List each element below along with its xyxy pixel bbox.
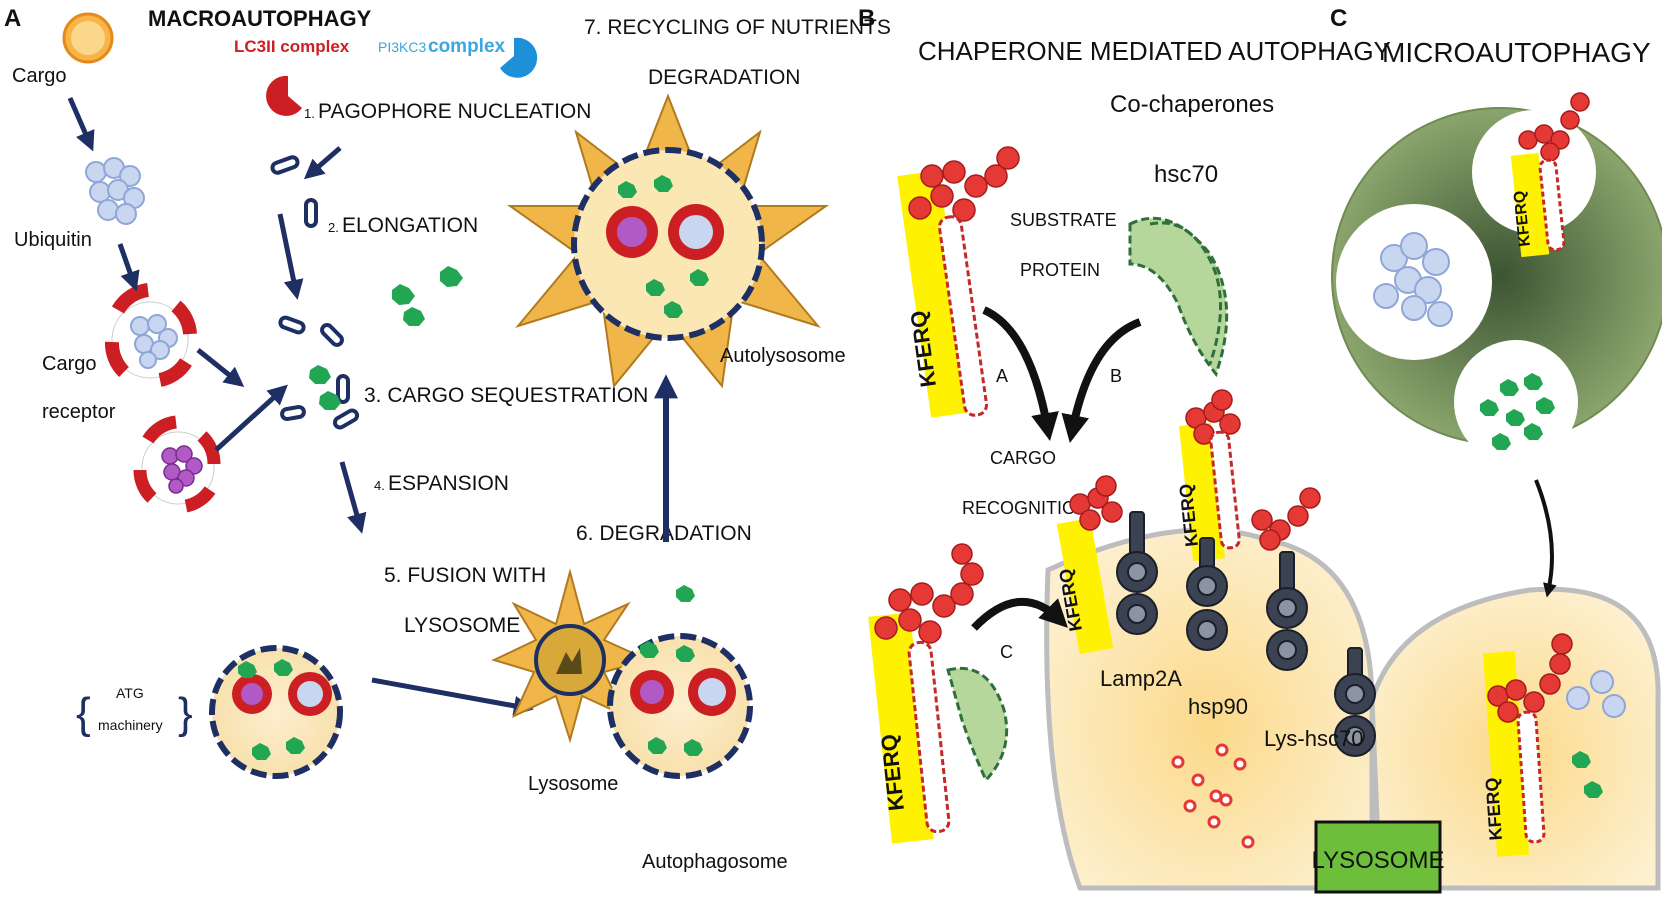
substrate-line2: PROTEIN bbox=[1020, 260, 1100, 280]
step1-num: 1. bbox=[304, 106, 315, 121]
arrow-receptor-sequestration bbox=[196, 348, 245, 387]
lys-hsc70-receptor-icon bbox=[1251, 487, 1321, 671]
kferq-motif-6: KFERQ bbox=[1482, 777, 1506, 841]
arrow-b bbox=[1061, 318, 1142, 443]
panel-c-letter: C bbox=[1330, 5, 1347, 32]
kferq-motif-5: KFERQ bbox=[1511, 190, 1534, 247]
panel-c-title: MICROAUTOPHAGY bbox=[1382, 37, 1651, 68]
autolysosome-icon bbox=[506, 93, 830, 389]
autophagosome-label: Autophagosome bbox=[642, 851, 788, 873]
cargo-recognition-line1: CARGO bbox=[990, 448, 1056, 468]
cargo-receptor-icon bbox=[105, 283, 197, 387]
cargo-recognition-line2: RECOGNITION bbox=[962, 498, 1089, 518]
pi3kc3-complex-icon bbox=[500, 37, 538, 78]
amino-acid-icon bbox=[1171, 743, 1255, 849]
cargo-receptor-purple-icon bbox=[133, 415, 221, 513]
ubiquitin-icon bbox=[85, 157, 145, 225]
lysosome-label: Lysosome bbox=[528, 773, 618, 795]
pi3kc3-prefix: PI3KC3 bbox=[378, 39, 426, 55]
lys-hsc70-label: Lys-hsc70 bbox=[1264, 726, 1363, 751]
docked-substrate-2-icon: KFERQ bbox=[1176, 389, 1241, 562]
arrow-a bbox=[982, 306, 1059, 442]
autolysosome-label: Autolysosome bbox=[720, 345, 846, 367]
panel-b-letter: B bbox=[858, 5, 875, 32]
lysosome-box-label: LYSOSOME bbox=[1312, 847, 1445, 874]
atg-line1: ATG bbox=[116, 685, 144, 701]
pagophore-membrane bbox=[270, 155, 360, 430]
atg-brace-left: { bbox=[76, 689, 91, 738]
arrow-ubiquitin-receptor bbox=[117, 243, 140, 292]
cochaperones-label: Co-chaperones bbox=[1110, 91, 1274, 118]
step3-label: 3. CARGO SEQUESTRATION bbox=[364, 384, 648, 407]
hsp90-label: hsp90 bbox=[1188, 694, 1248, 719]
micro-lysosome-contents: KFERQ bbox=[1482, 633, 1626, 857]
step7-line1: 7. RECYCLING OF NUTRIENTS bbox=[584, 16, 891, 39]
atg-line2: machinery bbox=[98, 717, 163, 733]
lc3-complex-label: LC3II complex bbox=[234, 37, 350, 56]
arrow-receptor2-sequestration bbox=[214, 384, 288, 452]
arrow-cargo-ubiquitin bbox=[67, 97, 95, 152]
green-cargo-icon bbox=[309, 266, 463, 410]
atg-brace-right: } bbox=[178, 689, 193, 738]
arrow-expansion bbox=[339, 461, 367, 534]
arrow-c bbox=[971, 597, 1068, 631]
pi3kc3-complex-label: complex bbox=[428, 36, 506, 57]
substrate-line1: SUBSTRATE bbox=[1010, 210, 1117, 230]
cargo-core bbox=[71, 21, 105, 55]
step4-label: ESPANSION bbox=[388, 472, 509, 495]
lamp2a-receptor-icon bbox=[1116, 511, 1158, 635]
cargo-label: Cargo bbox=[12, 65, 66, 87]
hsc70-icon bbox=[1128, 216, 1229, 378]
lamp2a-label: Lamp2A bbox=[1100, 666, 1182, 691]
arrow-c-label: C bbox=[1000, 642, 1013, 662]
lysosome-channel-icon bbox=[1334, 647, 1376, 757]
autophagosome-right bbox=[607, 585, 753, 779]
arrow-fusion bbox=[371, 677, 534, 716]
docked-substrate-icon: KFERQ bbox=[1055, 475, 1123, 654]
arrow-micro bbox=[1534, 479, 1557, 598]
hsp90-receptor-icon bbox=[1186, 537, 1228, 651]
hsc70-label: hsc70 bbox=[1154, 161, 1218, 188]
cargo-receptor-label-1: Cargo bbox=[42, 353, 96, 375]
autophagosome-left bbox=[209, 645, 343, 779]
ubiquitin-label: Ubiquitin bbox=[14, 229, 92, 251]
step4-num: 4. bbox=[374, 478, 385, 493]
step5-line2: LYSOSOME bbox=[404, 614, 520, 637]
step1-label: PAGOPHORE NUCLEATION bbox=[318, 100, 591, 123]
cargo-receptor-label-2: receptor bbox=[42, 401, 116, 423]
substrate-complex-icon: KFERQ bbox=[868, 543, 1009, 844]
microautophagy-vacuole-icon: KFERQ bbox=[1331, 92, 1662, 464]
panel-a-title: MACROAUTOPHAGY bbox=[148, 6, 372, 31]
panel-b-title: CHAPERONE MEDIATED AUTOPHAGY bbox=[918, 36, 1391, 66]
arrow-a-label: A bbox=[996, 366, 1008, 386]
arrow-elongation bbox=[277, 213, 304, 300]
step2-num: 2. bbox=[328, 220, 339, 235]
lc3-complex-icon bbox=[266, 75, 302, 116]
panel-a-letter: A bbox=[4, 5, 21, 32]
step7-line2: DEGRADATION bbox=[648, 66, 800, 89]
lysosome-box bbox=[1314, 820, 1442, 894]
step5-line1: 5. FUSION WITH bbox=[384, 564, 546, 587]
arrow-nucleation bbox=[303, 146, 342, 180]
step2-label: ELONGATION bbox=[342, 214, 478, 237]
arrow-b-label: B bbox=[1110, 366, 1122, 386]
